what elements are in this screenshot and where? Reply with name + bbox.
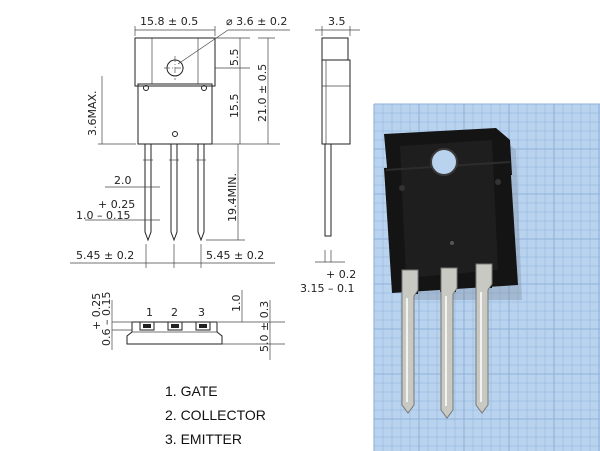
body-dot-right bbox=[201, 85, 207, 91]
label-10: 1.0 bbox=[230, 295, 243, 313]
label-pin-1: 1 bbox=[146, 306, 153, 319]
bottom-pad-1-core bbox=[143, 324, 151, 328]
bottom-pad-2 bbox=[167, 321, 183, 331]
label-55-top: 5.5 bbox=[228, 49, 241, 67]
photo-mounting-hole bbox=[431, 149, 457, 175]
lead-3 bbox=[197, 144, 205, 242]
dim-20: 2.0 bbox=[105, 174, 160, 188]
bottom-pad-2-core bbox=[171, 324, 179, 328]
dim-right-vertical: 5.5 15.5 21.0 ± 0.5 bbox=[212, 37, 280, 145]
dim-width-total: 15.8 ± 0.5 bbox=[134, 15, 216, 36]
label-thickness: 3.5 bbox=[328, 15, 346, 28]
bottom-pad-3 bbox=[195, 321, 211, 331]
dim-lead-width: + 0.25 1.0 – 0.15 bbox=[76, 198, 160, 222]
lead-2 bbox=[170, 144, 178, 242]
bottom-view: 1 2 3 + 0.25 0.6 – 0.15 1.0 5.0 ± 0.3 bbox=[90, 290, 285, 360]
dim-pitch: 5.45 ± 0.2 5.45 ± 0.2 bbox=[70, 244, 275, 268]
dim-max: 3.6MAX. bbox=[86, 76, 136, 145]
label-side-plus: + 0.2 bbox=[326, 268, 356, 281]
label-210: 21.0 ± 0.5 bbox=[256, 64, 269, 122]
photo-dot-center bbox=[450, 241, 454, 245]
label-20: 2.0 bbox=[114, 174, 132, 187]
label-max: 3.6MAX. bbox=[86, 90, 99, 136]
pin-legend: 1. GATE 2. COLLECTOR 3. EMITTER bbox=[165, 383, 266, 447]
label-bottom-tol: + 0.25 bbox=[90, 293, 103, 330]
label-pitch-left: 5.45 ± 0.2 bbox=[76, 249, 134, 262]
side-body bbox=[321, 59, 351, 145]
label-50: 5.0 ± 0.3 bbox=[258, 301, 271, 352]
dim-lead-length: 19.4MIN. bbox=[206, 144, 245, 241]
label-lead-main: 1.0 – 0.15 bbox=[76, 209, 130, 222]
label-194: 19.4MIN. bbox=[226, 173, 239, 222]
label-hole-dia: ⌀ 3.6 ± 0.2 bbox=[226, 15, 287, 28]
photo-dot-left bbox=[399, 185, 405, 191]
legend-item-emitter: 3. EMITTER bbox=[165, 431, 242, 447]
side-view: 3.5 + 0.2 3.15 – 0.1 bbox=[300, 15, 360, 295]
label-lead-plus: + 0.25 bbox=[98, 198, 135, 211]
package-tab-outline bbox=[134, 37, 216, 87]
label-side-main: 3.15 – 0.1 bbox=[300, 282, 354, 295]
label-bottom-main: 0.6 – 0.15 bbox=[100, 292, 113, 346]
package-body-outline bbox=[137, 83, 213, 145]
bottom-pad-1 bbox=[139, 321, 155, 331]
photo-leads bbox=[401, 263, 493, 419]
legend-item-collector: 2. COLLECTOR bbox=[165, 407, 266, 423]
label-pitch-right: 5.45 ± 0.2 bbox=[206, 249, 264, 262]
label-pin-2: 2 bbox=[171, 306, 178, 319]
side-tab bbox=[321, 37, 349, 61]
lead-1 bbox=[144, 144, 152, 242]
dim-hole: ⌀ 3.6 ± 0.2 bbox=[177, 15, 290, 65]
label-pin-3: 3 bbox=[198, 306, 205, 319]
legend-item-gate: 1. GATE bbox=[165, 383, 218, 399]
component-photo bbox=[373, 103, 600, 451]
front-view bbox=[134, 37, 216, 242]
label-155: 15.5 bbox=[228, 94, 241, 119]
body-dot-center bbox=[172, 131, 178, 137]
photo-dot-right bbox=[495, 179, 501, 185]
bottom-pad-3-core bbox=[199, 324, 207, 328]
label-width-total: 15.8 ± 0.5 bbox=[140, 15, 198, 28]
side-lead bbox=[324, 143, 332, 237]
body-dot-left bbox=[143, 85, 149, 91]
